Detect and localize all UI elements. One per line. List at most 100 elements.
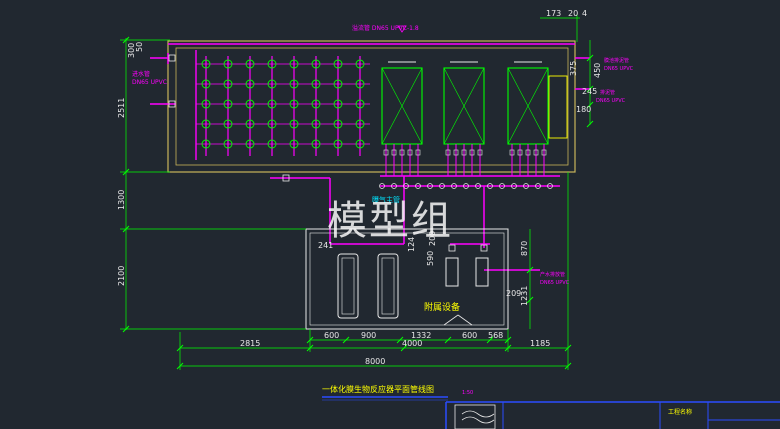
- riser-fitting: [517, 149, 523, 156]
- bottom-dim-row2-1: 4000: [402, 339, 422, 348]
- aeration-diffuser: [245, 99, 255, 109]
- aeration-diffuser: [223, 59, 233, 69]
- aeration-diffuser: [289, 139, 299, 149]
- valve: [511, 183, 517, 189]
- aeration-diffuser: [311, 79, 321, 89]
- aeration-diffuser: [245, 59, 255, 69]
- riser-fitting: [453, 149, 459, 156]
- aeration-diffuser: [333, 59, 343, 69]
- top-dim-1: 173: [546, 9, 561, 18]
- room-dim-200: 200: [428, 231, 437, 246]
- riser-fitting: [407, 149, 413, 156]
- watermark: 模型组: [327, 198, 453, 244]
- dimension-tick: [122, 36, 130, 44]
- bottom-dims-row1: 600 900 1332 600 568: [324, 331, 503, 340]
- valve: [282, 174, 290, 182]
- dimension-tick: [526, 296, 534, 304]
- valve: [448, 244, 456, 252]
- aeration-diffuser: [245, 139, 255, 149]
- riser-fitting: [469, 149, 475, 156]
- right-dim-450: 450: [593, 63, 602, 78]
- dimension-ticks: [122, 36, 594, 370]
- dimension-tick: [504, 344, 512, 352]
- left-dim-2100: 2100: [117, 266, 126, 286]
- aeration-grid: [195, 50, 370, 160]
- dimension-tick: [306, 344, 314, 352]
- project-name-label: 工程名称: [668, 408, 692, 416]
- right-dim-375: 375: [569, 61, 578, 76]
- valve: [427, 183, 433, 189]
- aeration-diffuser: [311, 139, 321, 149]
- piping: [150, 43, 590, 271]
- right-pipe-2a: 排泥管: [600, 89, 615, 96]
- valve: [379, 183, 385, 189]
- right-dim-870: 870: [520, 241, 529, 256]
- dimension-tick: [586, 120, 594, 128]
- aeration-diffuser: [223, 79, 233, 89]
- room-label: 附属设备: [424, 301, 460, 313]
- valve: [487, 183, 493, 189]
- riser-fitting: [383, 149, 389, 156]
- left-dim-top1: 300: [127, 43, 136, 58]
- dimension-tick: [122, 325, 130, 333]
- aeration-diffuser: [333, 99, 343, 109]
- dimension-tick: [564, 362, 572, 370]
- aeration-diffuser: [201, 119, 211, 129]
- dimension-tick: [504, 336, 512, 344]
- room-dim-124: 124: [407, 237, 416, 252]
- room-dim-241: 241: [318, 241, 333, 250]
- valve: [499, 183, 505, 189]
- dimension-tick: [444, 336, 452, 344]
- aeration-diffuser: [245, 79, 255, 89]
- aeration-diffuser: [355, 119, 365, 129]
- top-dim-3: 4: [582, 9, 587, 18]
- riser-fitting: [445, 149, 451, 156]
- right-pipe-1a: 膜池排泥管: [604, 57, 629, 64]
- valve: [391, 183, 397, 189]
- right-dim-245: 245: [582, 87, 597, 96]
- dimension-tick: [586, 85, 594, 93]
- bottom-dim-row2-0: 2815: [240, 339, 260, 348]
- aeration-diffuser: [289, 79, 299, 89]
- aeration-diffuser: [333, 79, 343, 89]
- aeration-diffuser: [201, 79, 211, 89]
- dimension-tick: [176, 362, 184, 370]
- left-dim-1300: 1300: [117, 190, 126, 210]
- left-dim-top2: 50: [135, 42, 144, 52]
- riser-fitting: [525, 149, 531, 156]
- aeration-diffuser: [201, 59, 211, 69]
- aeration-diffuser: [267, 79, 277, 89]
- aeration-diffuser: [289, 59, 299, 69]
- dimension-tick: [526, 266, 534, 274]
- aeration-diffuser: [311, 99, 321, 109]
- elevation-marker: [397, 25, 407, 33]
- right-pipe-2b: DN65 UPVC: [596, 98, 626, 104]
- bottom-dim-row1-4: 568: [488, 331, 503, 340]
- right-dim-180: 180: [576, 105, 591, 114]
- riser-fitting: [541, 149, 547, 156]
- valve: [403, 183, 409, 189]
- bottom-dim-row2-2: 1185: [530, 339, 550, 348]
- aeration-diffuser: [267, 99, 277, 109]
- company-logo: [454, 404, 496, 429]
- aeration-diffuser: [223, 139, 233, 149]
- dimension-tick: [400, 344, 408, 352]
- tank: [167, 40, 576, 173]
- left-pipe-label-1: 进水管: [132, 70, 150, 78]
- riser-fitting: [509, 149, 515, 156]
- riser-fitting: [461, 149, 467, 156]
- membrane-modules: [381, 61, 568, 145]
- bottom-total: 8000: [365, 357, 385, 366]
- title-block: 工程名称: [445, 401, 780, 429]
- aeration-diffuser: [355, 99, 365, 109]
- valve: [168, 54, 176, 62]
- riser-fitting: [533, 149, 539, 156]
- aeration-diffuser: [355, 59, 365, 69]
- left-pipe-label-2: DN65 UPVC: [132, 79, 167, 86]
- aeration-diffuser: [311, 119, 321, 129]
- valve: [451, 183, 457, 189]
- bottom-dim-row1-0: 600: [324, 331, 339, 340]
- aeration-diffuser: [267, 59, 277, 69]
- right-pipe-3a: 产水排放管: [540, 271, 565, 278]
